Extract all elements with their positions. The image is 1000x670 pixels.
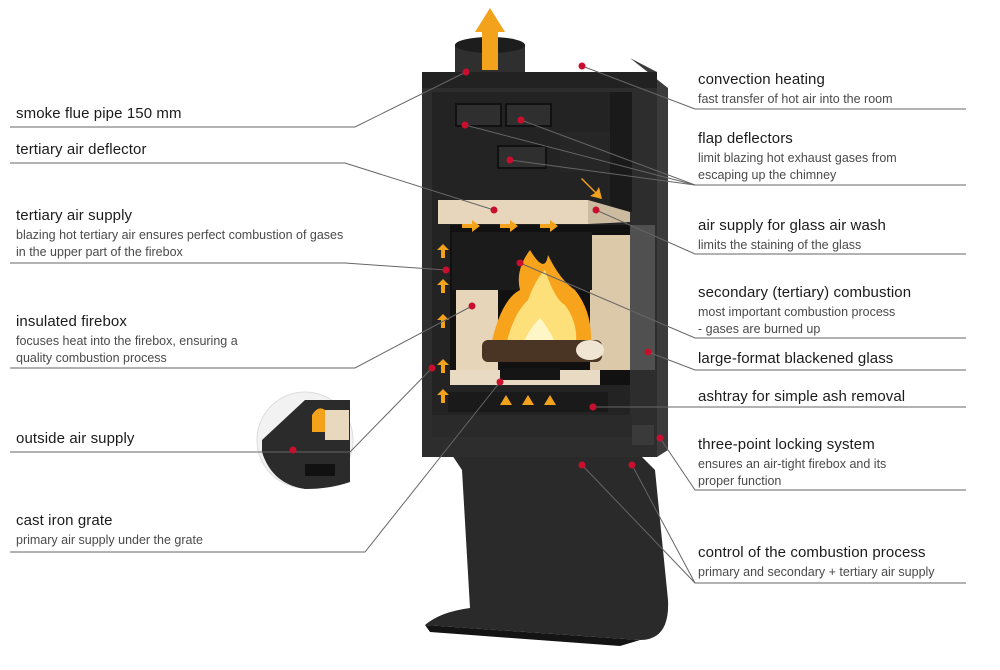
- label-desc: ensures an air-tight firebox and its pro…: [698, 456, 898, 490]
- label-convection-heating: convection heating fast transfer of hot …: [698, 71, 993, 108]
- label-flap-deflectors: flap deflectors limit blazing hot exhaus…: [698, 130, 933, 184]
- label-title: cast iron grate: [16, 512, 356, 530]
- label-ashtray: ashtray for simple ash removal: [698, 388, 993, 406]
- label-title: insulated firebox: [16, 313, 276, 331]
- label-title: tertiary air supply: [16, 207, 346, 225]
- label-insulated-firebox: insulated firebox focuses heat into the …: [16, 313, 276, 367]
- label-combustion-control: control of the combustion process primar…: [698, 544, 993, 581]
- label-desc: limits the staining of the glass: [698, 237, 993, 254]
- label-three-point-locking: three-point locking system ensures an ai…: [698, 436, 898, 490]
- label-outside-air-supply: outside air supply: [16, 430, 356, 448]
- blackened-glass: [630, 225, 655, 370]
- label-secondary-combustion: secondary (tertiary) combustion most imp…: [698, 284, 898, 338]
- label-desc: focuses heat into the firebox, ensuring …: [16, 333, 276, 367]
- label-tertiary-air-supply: tertiary air supply blazing hot tertiary…: [16, 207, 346, 261]
- label-title: flap deflectors: [698, 130, 933, 148]
- label-title: three-point locking system: [698, 436, 898, 454]
- label-title: tertiary air deflector: [16, 141, 356, 159]
- label-tertiary-air-deflector: tertiary air deflector: [16, 141, 356, 159]
- label-desc: primary and secondary + tertiary air sup…: [698, 564, 993, 581]
- tertiary-deflector-plate: [438, 200, 588, 224]
- label-title: smoke flue pipe 150 mm: [16, 105, 356, 123]
- label-desc: blazing hot tertiary air ensures perfect…: [16, 227, 346, 261]
- label-cast-iron-grate: cast iron grate primary air supply under…: [16, 512, 356, 549]
- label-desc: primary air supply under the grate: [16, 532, 356, 549]
- label-title: outside air supply: [16, 430, 356, 448]
- label-smoke-flue-pipe: smoke flue pipe 150 mm: [16, 105, 356, 123]
- label-title: air supply for glass air wash: [698, 217, 993, 235]
- label-title: control of the combustion process: [698, 544, 993, 562]
- label-title: convection heating: [698, 71, 993, 89]
- label-blackened-glass: large-format blackened glass: [698, 350, 993, 368]
- stove-stand: [425, 455, 668, 640]
- label-title: secondary (tertiary) combustion: [698, 284, 898, 302]
- label-air-supply-glass-wash: air supply for glass air wash limits the…: [698, 217, 993, 254]
- label-desc: most important combustion process - gase…: [698, 304, 898, 338]
- label-title: large-format blackened glass: [698, 350, 993, 368]
- label-desc: limit blazing hot exhaust gases from esc…: [698, 150, 933, 184]
- label-title: ashtray for simple ash removal: [698, 388, 993, 406]
- label-desc: fast transfer of hot air into the room: [698, 91, 993, 108]
